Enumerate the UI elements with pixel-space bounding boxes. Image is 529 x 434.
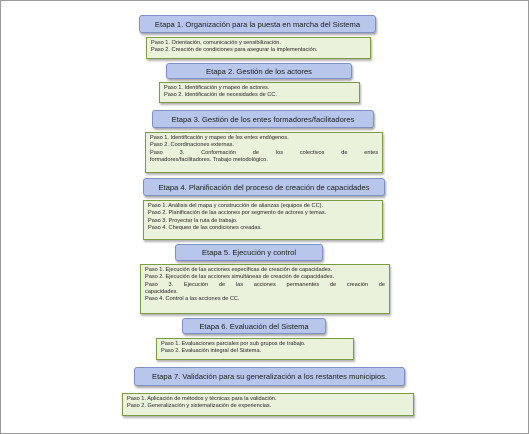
stage-5-title: Etapa 5. Ejecución y control [201, 248, 297, 257]
stage-6-step-2: Paso 2. Evaluación integral del Sistema. [161, 348, 262, 355]
stage-5-step-4: Paso 4. Control a las acciones de CC. [145, 296, 240, 303]
stage-7-header: Etapa 7. Validación para su generalizaci… [134, 367, 405, 386]
stage-7-steps: Paso 1. Aplicación de métodos y técnicas… [122, 393, 414, 416]
stage-4-step-3: Paso 3. Proyectar la ruta de trabajo. [148, 217, 238, 224]
stage-2-steps: Paso 1. Identificación y mapeo de actore… [159, 82, 360, 103]
stage-4-step-4: Paso 4. Chequeo de las condiciones cread… [148, 224, 262, 231]
stage-3-step-3-cont: formadores/facilitadores. Trabajo metodo… [150, 156, 268, 163]
stage-2-title: Etapa 2. Gestión de los actores [206, 66, 312, 76]
stage-3-step-3: Paso 3. Conformación de los colectivos d… [150, 149, 378, 156]
stage-5-steps: Paso 1. Ejecución de las acciones especí… [140, 264, 390, 314]
stage-4-title: Etapa 4. Planificación del proceso de cr… [158, 182, 370, 192]
stage-3-title: Etapa 3. Gestión de los entes formadores… [171, 114, 355, 124]
stage-2-step-2: Paso 2. Identificación de necesidades de… [164, 92, 277, 99]
stage-2-header: Etapa 2. Gestión de los actores [166, 63, 352, 79]
stage-5-step-1: Paso 1. Ejecución de las acciones especí… [145, 267, 333, 273]
stage-5-step-2: Paso 2. Ejecución de las acciones simult… [145, 274, 335, 281]
stage-5-step-3-cont: capacidades. [145, 288, 178, 295]
stage-1-step-2: Paso 2. Creación de condiciones para ase… [151, 47, 318, 54]
stage-6-title: Etapa 6. Evaluación del Sistema [199, 321, 309, 331]
stage-4-header: Etapa 4. Planificación del proceso de cr… [143, 178, 385, 196]
stage-6-steps: Paso 1. Evaluaciones parciales por sub g… [156, 338, 354, 360]
stage-7-title: Etapa 7. Validación para su generalizaci… [152, 372, 387, 381]
stage-5-step-3: Paso 3. Ejecución de las acciones perman… [145, 281, 385, 288]
stage-4-steps: Paso 1. Análisis del mapa y construcción… [143, 200, 383, 240]
stage-3-step-1: Paso 1. Identificación y mapeo de los en… [150, 135, 289, 141]
stage-5-header: Etapa 5. Ejecución y control [175, 244, 323, 261]
stage-7-step-1: Paso 1. Aplicación de métodos y técnicas… [127, 396, 277, 402]
stage-1-step-1: Paso 1. Orientación, comunicación y sens… [151, 40, 281, 46]
stage-7-step-2: Paso 2. Generalización y sistematización… [127, 403, 272, 410]
stage-3-header: Etapa 3. Gestión de los entes formadores… [152, 110, 374, 128]
stage-1-steps: Paso 1. Orientación, comunicación y sens… [146, 37, 371, 59]
stage-3-steps: Paso 1. Identificación y mapeo de los en… [145, 132, 383, 173]
stage-4-step-2: Paso 2. Planificación de las acciones po… [148, 210, 327, 217]
stage-4-step-1: Paso 1. Análisis del mapa y construcción… [148, 203, 324, 209]
stage-3-step-2: Paso 2. Coordinaciones externas. [150, 142, 234, 149]
stage-6-header: Etapa 6. Evaluación del Sistema [182, 318, 326, 334]
stage-2-step-1: Paso 1. Identificación y mapeo de actore… [164, 85, 270, 91]
stage-1-title: Etapa 1. Organización para la puesta en … [154, 19, 361, 29]
stage-6-step-1: Paso 1. Evaluaciones parciales por sub g… [161, 341, 306, 347]
stage-1-header: Etapa 1. Organización para la puesta en … [139, 15, 376, 33]
